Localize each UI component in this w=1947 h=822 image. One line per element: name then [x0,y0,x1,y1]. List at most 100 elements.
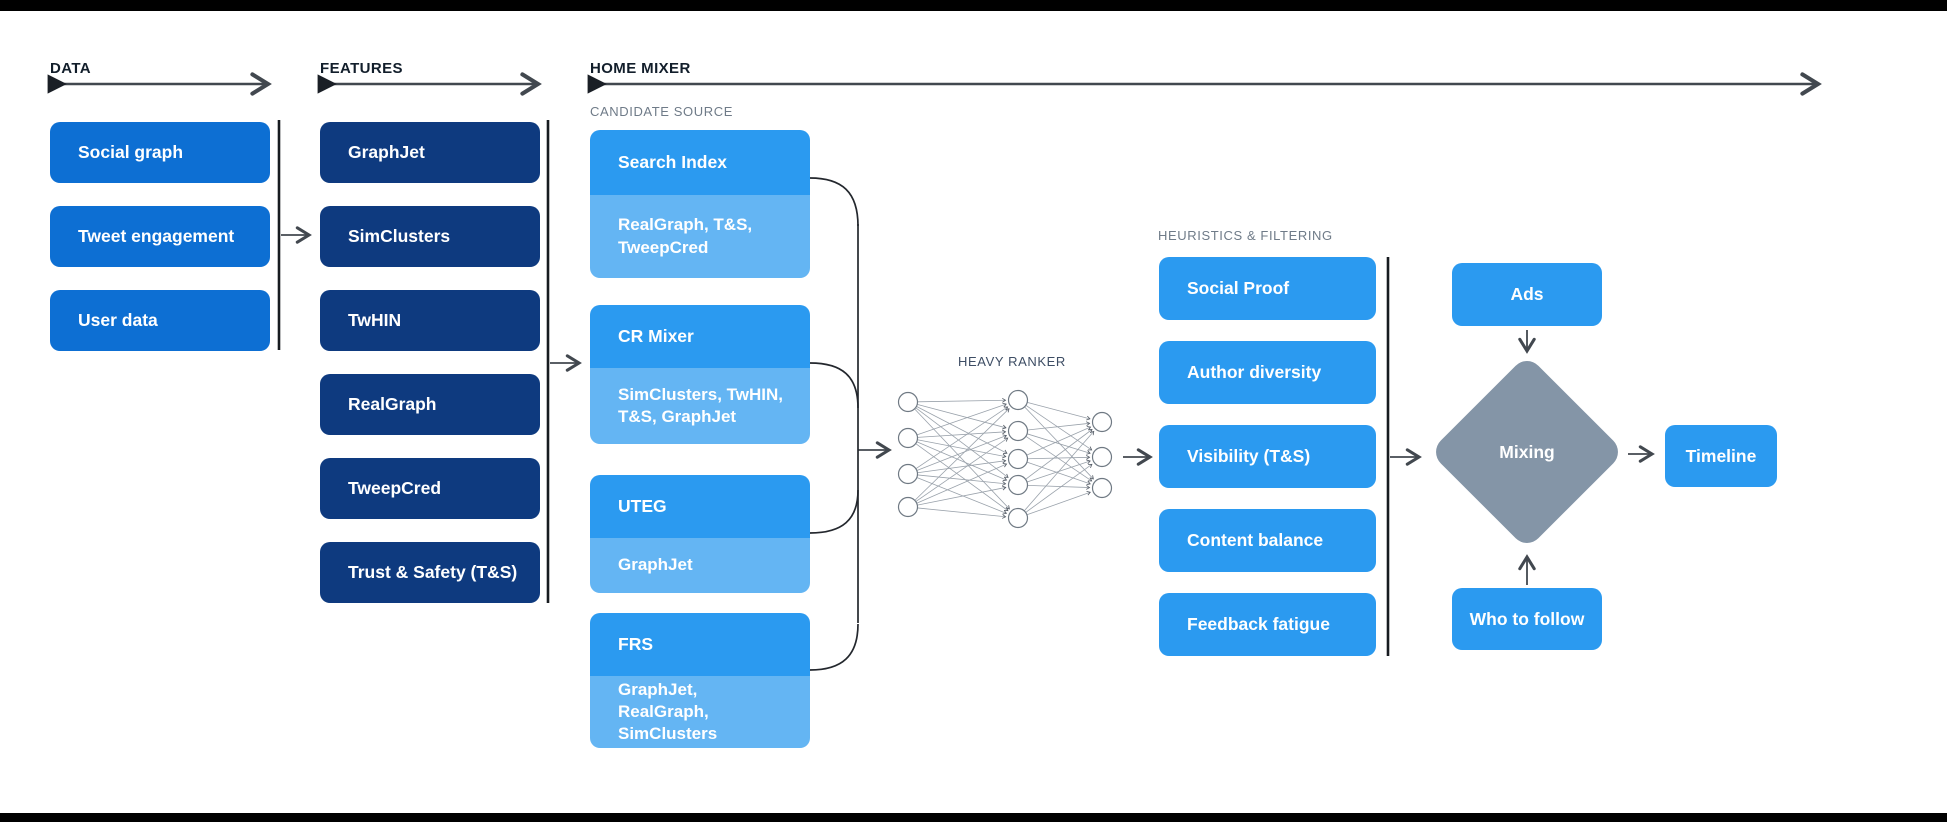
nn-node [1007,507,1029,529]
nn-node [897,427,919,449]
feature-box-label: RealGraph [348,394,437,414]
nn-link [917,507,1007,519]
heuristic-box-author-diversity: Author diversity [1159,341,1376,404]
nn-link [915,443,1009,512]
nn-link [1027,421,1091,431]
candidate-stack-search-index: Search Index RealGraph, T&S, TweepCred [590,130,810,278]
nn-link [1026,491,1091,516]
candidate-features: GraphJet, RealGraph, SimClusters [590,676,810,748]
feature-box-twhin: TwHIN [320,290,540,351]
home-mixer-section-label: HOME MIXER [590,60,691,77]
feature-box-label: Trust & Safety (T&S) [348,562,518,582]
bottom-letterbox-bar [0,813,1947,822]
nn-link [917,429,1007,438]
nn-node [1091,411,1113,433]
candidate-stack-cr-mixer: CR Mixer SimClusters, TwHIN, T&S, GraphJ… [590,305,810,444]
candidate-features-label: GraphJet, RealGraph, SimClusters [618,679,718,744]
nn-link [917,485,1007,506]
nn-link [917,439,1007,459]
candidate-features-label: GraphJet [618,555,693,575]
nn-link [916,402,1007,436]
feature-box-trust-safety: Trust & Safety (T&S) [320,542,540,603]
nn-link [917,404,1007,430]
nn-node [1091,477,1113,499]
candidate-features-label: RealGraph, T&S, TweepCred [618,215,753,257]
data-section-label: DATA [50,60,92,77]
nn-link [916,441,1008,482]
heuristic-box-label: Feedback fatigue [1187,614,1330,634]
heuristic-box-label: Social Proof [1187,278,1290,298]
candidate-name: FRS [590,613,810,676]
candidate-stack-uteg: UTEG GraphJet [590,475,810,593]
nn-link [1024,406,1094,480]
top-letterbox-bar [0,0,1947,11]
feature-box-graphjet: GraphJet [320,122,540,183]
candidate-name-label: UTEG [618,496,667,516]
data-box-label: Social graph [78,142,184,162]
timeline-box: Timeline [1665,425,1777,487]
nn-link [1026,461,1091,486]
feature-box-label: GraphJet [348,142,425,162]
heuristic-box-label: Content balance [1187,530,1324,550]
who-to-follow-label: Who to follow [1469,608,1585,629]
feature-box-tweepcred: TweepCred [320,458,540,519]
timeline-label: Timeline [1685,445,1757,466]
candidate-name-label: CR Mixer [618,326,694,346]
nn-node [1007,448,1029,470]
heuristic-box-social-proof: Social Proof [1159,257,1376,320]
candidate-name-label: FRS [618,634,653,654]
nn-link [916,406,1008,454]
mixing-label-text: Mixing [1499,441,1555,462]
candidate-collector-curves [809,177,859,671]
uteg-connector [809,489,859,534]
ads-box: Ads [1452,263,1602,326]
nn-link [1026,433,1091,455]
nn-node [1007,474,1029,496]
feature-box-label: TweepCred [348,478,442,498]
nn-link [915,407,1009,478]
nn-link [915,437,1009,502]
heuristics-filtering-label: HEURISTICS & FILTERING [1158,228,1333,243]
candidate-source-label: CANDIDATE SOURCE [590,104,733,119]
candidate-name-label: Search Index [618,152,727,172]
feature-box-simclusters: SimClusters [320,206,540,267]
nn-node [897,496,919,518]
feature-box-label: SimClusters [348,226,451,246]
nn-node [1007,420,1029,442]
nn-link [1027,455,1091,460]
heuristic-box-label: Visibility (T&S) [1187,446,1311,466]
candidate-name: CR Mixer [590,305,810,368]
nn-link [916,477,1008,515]
heuristic-box-content-balance: Content balance [1159,509,1376,572]
data-box-tweet-engagement: Tweet engagement [50,206,270,267]
nn-link [1025,436,1093,482]
mixing-diamond-label: Mixing [1458,383,1596,521]
cr-mixer-connector [809,362,859,409]
nn-node [1007,389,1029,411]
nn-node [1091,446,1113,468]
heuristic-box-label: Author diversity [1187,362,1322,382]
nn-link [917,397,1007,403]
feature-box-label: TwHIN [348,310,402,330]
data-box-social-graph: Social graph [50,122,270,183]
nn-link [1025,429,1093,480]
nn-link [916,434,1008,471]
candidate-stack-frs: FRS GraphJet, RealGraph, SimClusters [590,613,810,748]
nn-node [897,391,919,413]
nn-link [1023,430,1095,512]
nn-link [1025,463,1093,513]
nn-link [916,463,1008,504]
nn-link [914,408,1010,510]
candidate-name: UTEG [590,475,810,538]
neural-network-icon [897,389,1113,529]
nn-link [1027,484,1091,490]
nn-link [915,406,1009,470]
feature-box-realgraph: RealGraph [320,374,540,435]
candidate-name: Search Index [590,130,810,195]
data-box-user-data: User data [50,290,270,351]
nn-link [1027,402,1091,421]
candidate-features-label: SimClusters, TwHIN, T&S, GraphJet [618,384,783,426]
nn-link [1025,405,1093,451]
